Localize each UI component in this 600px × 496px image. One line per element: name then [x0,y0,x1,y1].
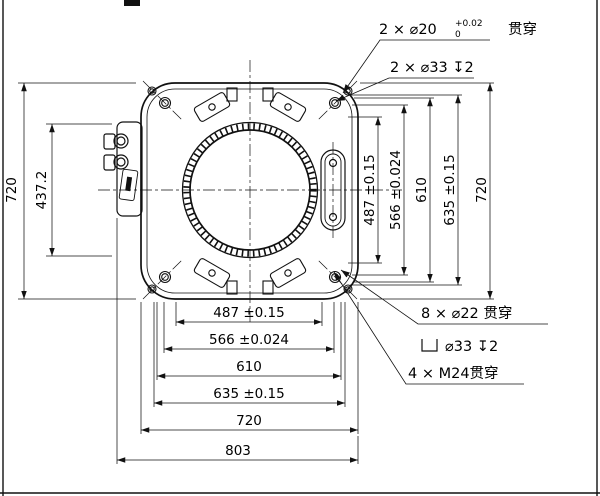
dim-label-bottom-610: 610 [236,359,262,375]
dim-bottom-635 [153,302,346,407]
dim-label-right-610: 610 [414,177,430,203]
dim-label-right-720: 720 [474,177,490,203]
counterbore-icon [421,339,438,352]
dim-label-bottom-635: 635 ±0.15 [213,386,284,402]
callouts: 2 × ⌀20 +0.02 0 贯穿 2 × ⌀33 ↧2 8 × ⌀22 贯穿… [333,19,548,385]
callout-bolt-holes: 8 × ⌀22 贯穿 ⌀33 ↧2 [340,269,548,355]
callout-cbore-top-text: 2 × ⌀33 ↧2 [390,60,474,76]
dim-label-left-437: 437.2 [34,171,50,210]
sheet-fold-mark [124,0,140,6]
dim-right-610 [354,97,434,283]
dim-left-720 [18,82,136,300]
clamp-pads [193,87,307,295]
brand-logo [125,176,133,192]
callout-dowel-through: 贯穿 [508,21,537,38]
dim-label-right-487: 487 ±0.15 [362,154,378,225]
callout-dowel-tol-lower: 0 [455,30,461,40]
callout-dowel-text: 2 × ⌀20 [379,22,437,38]
dim-bottom-803 [116,218,359,464]
callout-bolt-text: 8 × ⌀22 贯穿 [421,305,512,322]
dim-label-right-635: 635 ±0.15 [442,154,458,225]
plate-inner-contour [146,88,353,294]
dim-label-bottom-720: 720 [236,413,262,429]
side-slot [320,149,346,231]
centerlines [98,60,402,322]
dim-bottom-487 [175,302,323,326]
dim-left-437 [46,123,112,257]
connector-box [103,121,143,217]
callout-cbore-spec-text: ⌀33 ↧2 [445,339,498,355]
dim-right-566 [352,104,408,276]
dim-label-bottom-803: 803 [225,443,251,459]
dim-bottom-720 [140,302,359,434]
dim-bottom-566 [163,302,335,353]
dim-label-left-720: 720 [4,177,20,203]
callout-dowel-holes: 2 × ⌀20 +0.02 0 贯穿 [342,19,537,94]
dim-bottom-610 [156,302,342,380]
callout-dowel-tol-upper: +0.02 [455,19,483,29]
dim-label-bottom-487: 487 ±0.15 [213,305,284,321]
dimension-labels: 720 437.2 487 ±0.15 566 ±0.024 610 635 ±… [4,150,490,459]
dim-right-635 [350,94,462,286]
name-plate [118,168,139,202]
dim-label-bottom-566: 566 ±0.024 [209,332,289,348]
dimensions [18,82,494,464]
callout-cbore-top: 2 × ⌀33 ↧2 [335,60,474,102]
callout-tapped-holes: 4 × M24贯穿 [333,271,524,385]
dim-label-right-566: 566 ±0.024 [388,150,404,230]
bearing-bore [181,121,319,259]
callout-tapped-text: 4 × M24贯穿 [408,365,499,382]
plate-outline [140,82,359,300]
part-view [103,82,359,300]
dim-right-487 [348,116,382,264]
